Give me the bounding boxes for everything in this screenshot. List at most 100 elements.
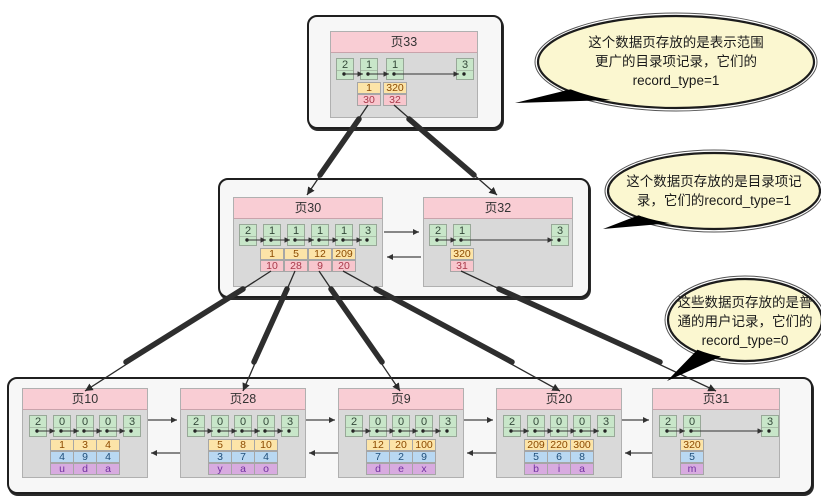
page-28: 页28 2 0 0 0 3 5 3 y 8 7 a 10 4 o bbox=[180, 388, 306, 478]
user-rec-type: 0 bbox=[76, 415, 94, 437]
page-31-title: 页31 bbox=[653, 389, 779, 410]
user-rec-col3: i bbox=[547, 463, 571, 475]
sup-record: 3 bbox=[761, 415, 779, 437]
sup-record: 3 bbox=[439, 415, 457, 437]
page-30-title: 页30 bbox=[234, 198, 382, 219]
dir-entry-type: 1 bbox=[386, 58, 404, 80]
dir-entry-key: 12 bbox=[308, 248, 332, 260]
sup-record: 3 bbox=[281, 415, 299, 437]
user-rec-key: 320 bbox=[680, 439, 704, 451]
bubble-line: 录，它们的record_type=1 bbox=[636, 193, 792, 208]
min-record: 2 bbox=[429, 224, 447, 246]
user-rec-key: 3 bbox=[73, 439, 97, 451]
bubble-line: 这个数据页存放的是目录项记 bbox=[626, 174, 802, 189]
user-rec-type: 0 bbox=[573, 415, 591, 437]
user-rec-col3: e bbox=[389, 463, 413, 475]
dir-entry-page: 28 bbox=[284, 260, 308, 272]
bubble-line: 通的用户记录，它们的 bbox=[677, 314, 813, 329]
min-record: 2 bbox=[503, 415, 521, 437]
min-record: 2 bbox=[239, 224, 257, 246]
min-record: 2 bbox=[29, 415, 47, 437]
user-rec-col2: 5 bbox=[680, 451, 704, 463]
user-rec-col2: 4 bbox=[96, 451, 120, 463]
dir-entry-type: 1 bbox=[453, 224, 471, 246]
page-33: 页33 2 1 1 3 1 30 320 32 bbox=[330, 31, 478, 118]
dir-entry-page: 31 bbox=[450, 260, 474, 272]
dir-entry-type: 1 bbox=[287, 224, 305, 246]
user-rec-type: 0 bbox=[550, 415, 568, 437]
user-rec-type: 0 bbox=[527, 415, 545, 437]
min-record: 2 bbox=[345, 415, 363, 437]
user-rec-key: 300 bbox=[570, 439, 594, 451]
page-20-title: 页20 bbox=[497, 389, 621, 410]
page-10: 页10 2 0 0 0 3 1 4 u 3 9 d 4 4 a bbox=[22, 388, 148, 478]
bubble-line: 这些数据页存放的是普 bbox=[677, 295, 813, 310]
dir-entry-key: 320 bbox=[383, 82, 407, 94]
user-rec-key: 12 bbox=[366, 439, 390, 451]
speech-bubble-user-note: 这些数据页存放的是普 通的用户记录，它们的 record_type=0 bbox=[674, 293, 816, 350]
user-rec-col3: y bbox=[208, 463, 232, 475]
dir-entry-page: 20 bbox=[332, 260, 356, 272]
user-rec-col3: a bbox=[570, 463, 594, 475]
speech-bubble-root-note: 这个数据页存放的是表示范围 更广的目录项记录，它们的 record_type=1 bbox=[545, 33, 807, 90]
page-28-title: 页28 bbox=[181, 389, 305, 410]
min-record: 2 bbox=[659, 415, 677, 437]
dir-entry-key: 320 bbox=[450, 248, 474, 260]
user-rec-key: 100 bbox=[412, 439, 436, 451]
dir-entry-page: 32 bbox=[383, 94, 407, 106]
user-rec-key: 10 bbox=[254, 439, 278, 451]
user-rec-col3: a bbox=[231, 463, 255, 475]
user-rec-type: 0 bbox=[369, 415, 387, 437]
user-rec-col2: 9 bbox=[73, 451, 97, 463]
page-32: 页32 2 1 3 320 31 bbox=[423, 197, 573, 287]
user-rec-key: 1 bbox=[50, 439, 74, 451]
dir-entry-page: 9 bbox=[308, 260, 332, 272]
user-rec-col3: d bbox=[366, 463, 390, 475]
bubble-line: 这个数据页存放的是表示范围 bbox=[588, 35, 764, 50]
page-10-title: 页10 bbox=[23, 389, 147, 410]
user-rec-type: 0 bbox=[99, 415, 117, 437]
user-rec-col3: u bbox=[50, 463, 74, 475]
user-rec-type: 0 bbox=[234, 415, 252, 437]
user-rec-type: 0 bbox=[415, 415, 433, 437]
sup-record: 3 bbox=[123, 415, 141, 437]
speech-bubble-dir-note: 这个数据页存放的是目录项记 录，它们的record_type=1 bbox=[616, 172, 812, 210]
user-rec-key: 5 bbox=[208, 439, 232, 451]
sup-record: 3 bbox=[551, 224, 569, 246]
user-rec-key: 20 bbox=[389, 439, 413, 451]
user-rec-col3: o bbox=[254, 463, 278, 475]
user-rec-col2: 3 bbox=[208, 451, 232, 463]
min-record: 2 bbox=[336, 58, 354, 80]
dir-entry-key: 1 bbox=[357, 82, 381, 94]
dir-entry-type: 1 bbox=[335, 224, 353, 246]
user-rec-col2: 8 bbox=[570, 451, 594, 463]
dir-entry-type: 1 bbox=[263, 224, 281, 246]
user-rec-type: 0 bbox=[683, 415, 701, 437]
user-rec-col2: 7 bbox=[366, 451, 390, 463]
page-33-title: 页33 bbox=[331, 32, 477, 53]
user-rec-type: 0 bbox=[392, 415, 410, 437]
dir-entry-page: 30 bbox=[357, 94, 381, 106]
dir-entry-key: 209 bbox=[332, 248, 356, 260]
user-rec-type: 0 bbox=[53, 415, 71, 437]
user-rec-col2: 6 bbox=[547, 451, 571, 463]
user-rec-type: 0 bbox=[211, 415, 229, 437]
sup-record: 3 bbox=[359, 224, 377, 246]
page-30: 页30 2 1 1 1 1 3 1 10 5 28 12 9 209 20 bbox=[233, 197, 383, 287]
dir-entry-type: 1 bbox=[311, 224, 329, 246]
page-20: 页20 2 0 0 0 3 209 5 b 220 6 i 300 8 a bbox=[496, 388, 622, 478]
page-32-title: 页32 bbox=[424, 198, 572, 219]
user-rec-col3: a bbox=[96, 463, 120, 475]
dir-entry-page: 10 bbox=[260, 260, 284, 272]
user-rec-col2: 4 bbox=[254, 451, 278, 463]
dir-entry-type: 1 bbox=[360, 58, 378, 80]
page-9: 页9 2 0 0 0 3 12 7 d 20 2 e 100 9 x bbox=[338, 388, 464, 478]
user-rec-key: 4 bbox=[96, 439, 120, 451]
dir-entry-key: 1 bbox=[260, 248, 284, 260]
user-rec-key: 209 bbox=[524, 439, 548, 451]
user-rec-key: 8 bbox=[231, 439, 255, 451]
user-rec-key: 220 bbox=[547, 439, 571, 451]
sup-record: 3 bbox=[456, 58, 474, 80]
bubble-line: 更广的目录项记录，它们的 bbox=[595, 54, 757, 69]
